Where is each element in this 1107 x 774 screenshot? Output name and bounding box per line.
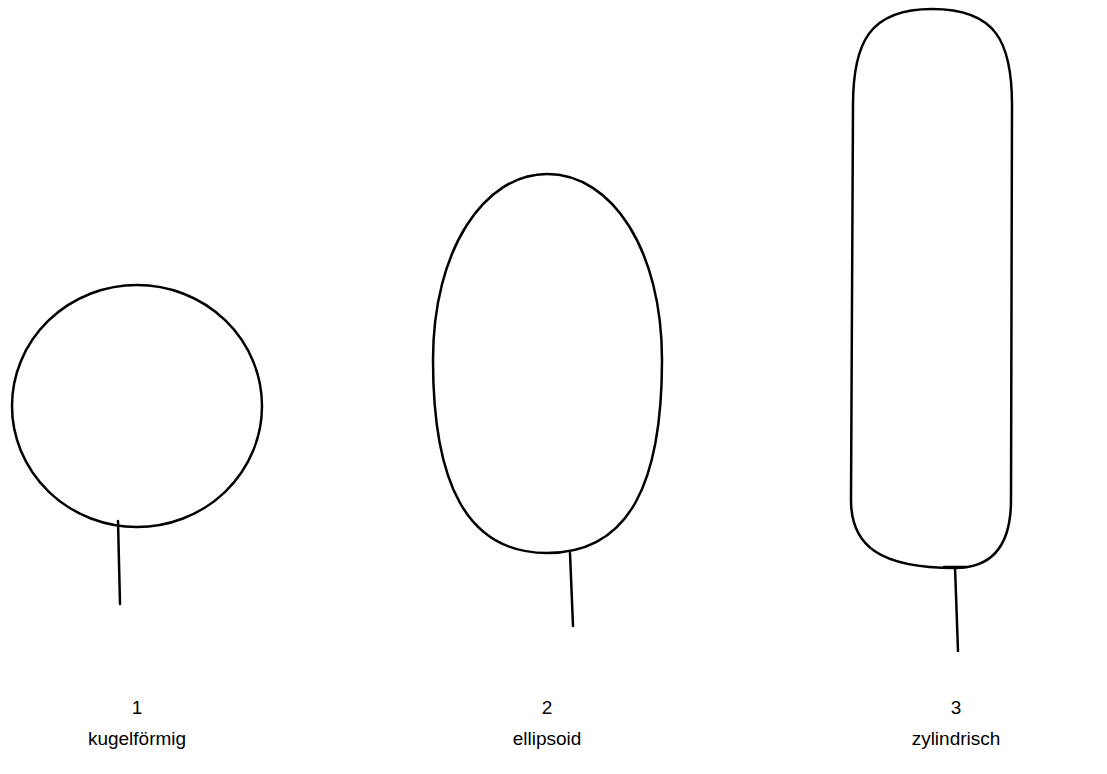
shape-number: 3 [951,697,962,719]
shape-number: 1 [132,697,143,719]
spherical-fruit-outline [12,285,262,527]
ellipsoid-fruit-outline [433,174,662,553]
fruit-stem [118,521,120,604]
fruit-stem [955,567,958,651]
shape-name: kugelförmig [88,728,186,750]
cylindrical-fruit-outline [851,9,1012,568]
fruit-stem [570,553,573,626]
shape-name: zylindrisch [912,728,1001,750]
shape-name: ellipsoid [513,728,582,750]
shape-number: 2 [542,697,553,719]
